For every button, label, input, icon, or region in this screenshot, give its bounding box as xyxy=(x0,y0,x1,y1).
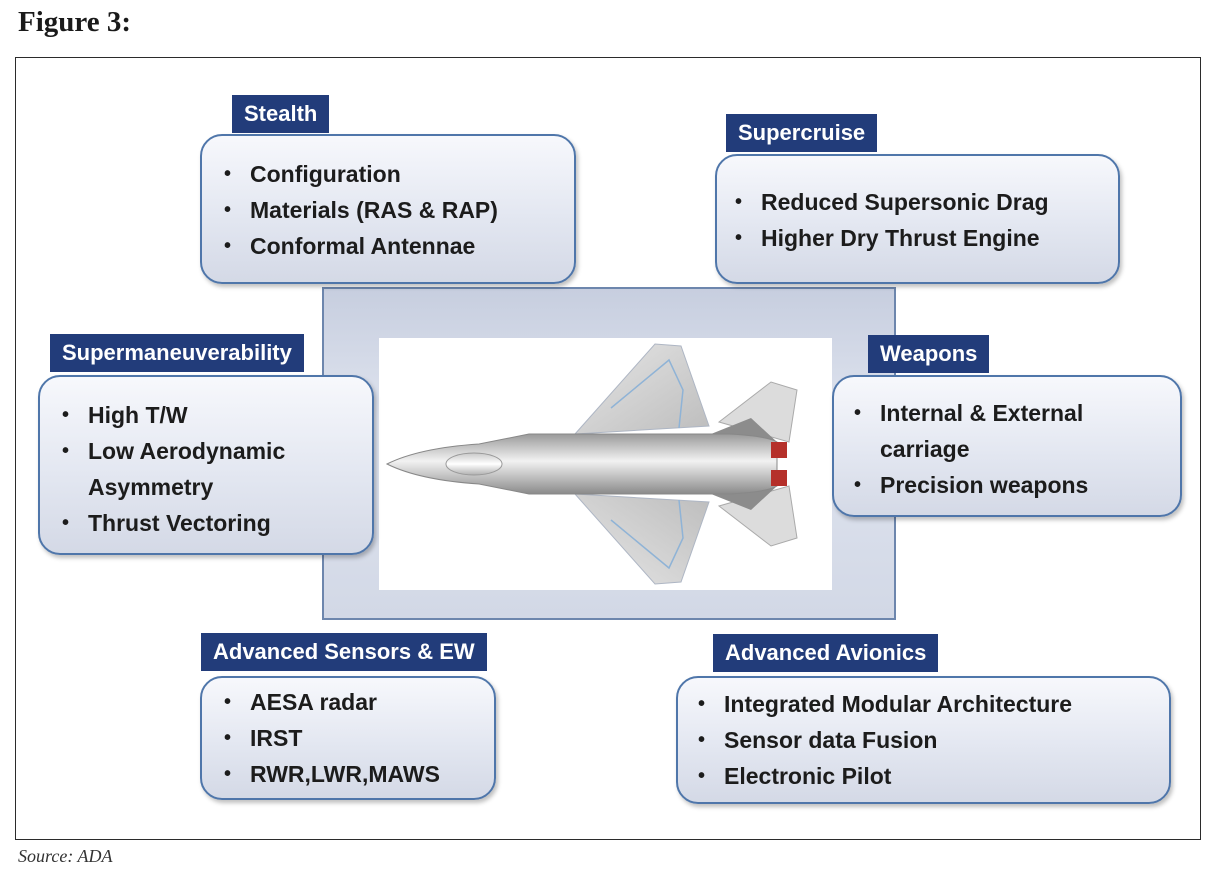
stealth-tag: Stealth xyxy=(232,95,330,133)
list-item: •Electronic Pilot xyxy=(698,763,892,789)
list-item: •IRST xyxy=(224,725,303,751)
weapons-tag: Weapons xyxy=(868,335,990,373)
list-item: •Sensor data Fusion xyxy=(698,727,938,753)
sensors-tag: Advanced Sensors & EW xyxy=(201,633,487,671)
list-item: •RWR,LWR,MAWS xyxy=(224,761,440,787)
list-item: •High T/W xyxy=(62,402,188,428)
supercruise-tag: Supercruise xyxy=(726,114,878,152)
figure-title: Figure 3: xyxy=(18,6,132,38)
list-item: •Configuration xyxy=(224,161,401,187)
sensors-card: •AESA radar •IRST •RWR,LWR,MAWS xyxy=(200,676,496,800)
list-item: •Higher Dry Thrust Engine xyxy=(735,225,1040,251)
avionics-tag: Advanced Avionics xyxy=(713,634,939,672)
source-note: Source: ADA xyxy=(18,846,113,866)
supermaneuverability-tag: Supermaneuverability xyxy=(50,334,304,372)
avionics-card: •Integrated Modular Architecture •Sensor… xyxy=(676,676,1171,804)
stealth-card: •Configuration •Materials (RAS & RAP) •C… xyxy=(200,134,576,284)
list-item: •Materials (RAS & RAP) xyxy=(224,197,498,223)
list-item: •Precision weapons xyxy=(854,472,1089,498)
list-item: •AESA radar xyxy=(224,689,377,715)
aircraft-image xyxy=(379,338,832,590)
list-item: •Reduced Supersonic Drag xyxy=(735,189,1049,215)
list-item: •Thrust Vectoring xyxy=(62,510,271,536)
supermaneuverability-card: •High T/W •Low Aerodynamic Asymmetry •Th… xyxy=(38,375,374,555)
supercruise-card: •Reduced Supersonic Drag •Higher Dry Thr… xyxy=(715,154,1120,284)
list-item: •Internal & External carriage xyxy=(854,400,1084,462)
list-item: •Conformal Antennae xyxy=(224,233,476,259)
jet-icon xyxy=(385,343,798,585)
weapons-card: •Internal & External carriage •Precision… xyxy=(832,375,1182,517)
list-item: •Integrated Modular Architecture xyxy=(698,691,1073,717)
list-item: •Low Aerodynamic Asymmetry xyxy=(62,438,286,500)
